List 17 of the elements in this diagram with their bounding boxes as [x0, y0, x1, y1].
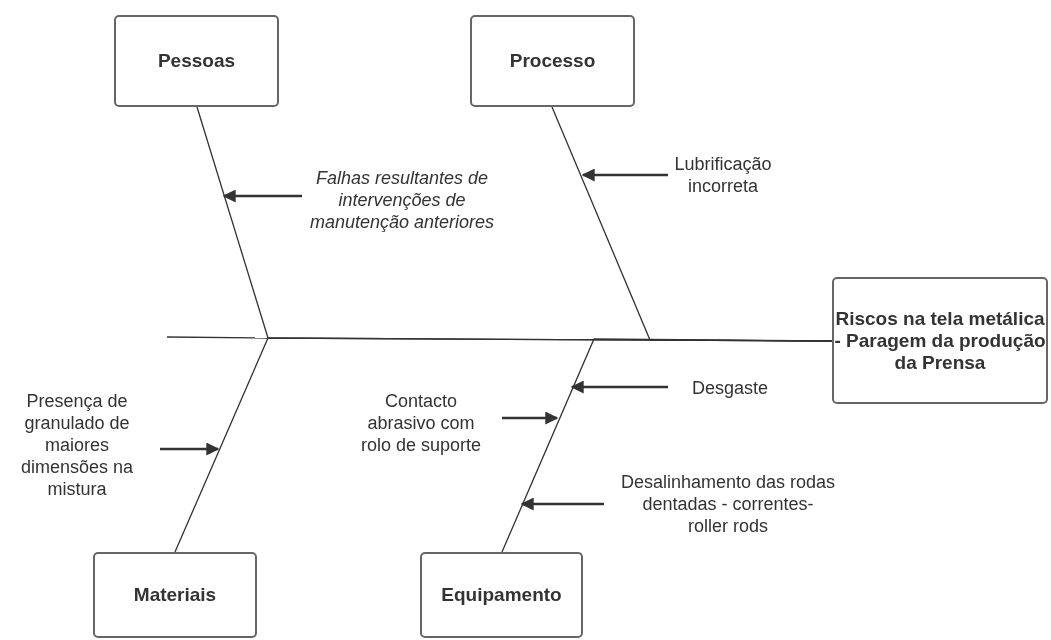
cause-text: Desgaste [668, 376, 780, 400]
arrow [502, 411, 559, 425]
cause-text: Desalinhamento das rodas dentadas - correntes- roller rods [604, 468, 836, 540]
arrow [570, 380, 668, 394]
arrow [222, 189, 302, 203]
cause-text: Contacto abrasivo com rolo de suporte [352, 373, 502, 473]
arrow [581, 168, 668, 182]
category-box: Pessoas [114, 15, 279, 107]
cause-text: Lubrificação incorreta [668, 150, 778, 200]
arrow [160, 442, 220, 456]
arrow [520, 497, 604, 511]
category-box: Materiais [93, 552, 257, 638]
cause-text: Falhas resultantes de intervenções de manutenção anteriores [304, 138, 500, 262]
cause-text: Presença de granulado de maiores dimensões na mistura [4, 385, 160, 505]
problem-box: Riscos na tela metálica - Paragem da produção da Prensa [832, 277, 1048, 404]
category-box: Equipamento [420, 552, 583, 638]
category-box: Processo [470, 15, 635, 107]
